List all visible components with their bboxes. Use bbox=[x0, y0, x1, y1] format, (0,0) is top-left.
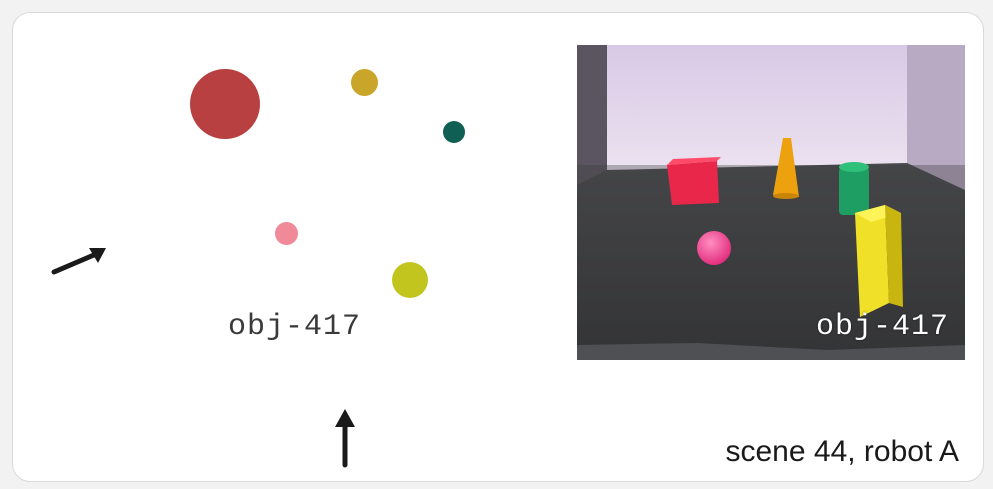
scene-map: obj-417 bbox=[13, 13, 573, 483]
pink-circle bbox=[275, 222, 298, 245]
scene-object-label: obj-417 bbox=[228, 310, 361, 344]
bottom-arrow-icon bbox=[330, 407, 360, 469]
teal-circle bbox=[443, 121, 465, 143]
olive-yellow-circle bbox=[351, 69, 378, 96]
large-red-circle bbox=[190, 69, 260, 139]
scene-card: obj-417 bbox=[12, 12, 984, 482]
camera-view-image: obj-417 bbox=[577, 45, 965, 360]
lime-circle bbox=[392, 262, 428, 298]
left-arrow-icon bbox=[49, 238, 119, 288]
camera-object-label: obj-417 bbox=[816, 310, 949, 344]
scene-caption: scene 44, robot A bbox=[726, 435, 960, 469]
